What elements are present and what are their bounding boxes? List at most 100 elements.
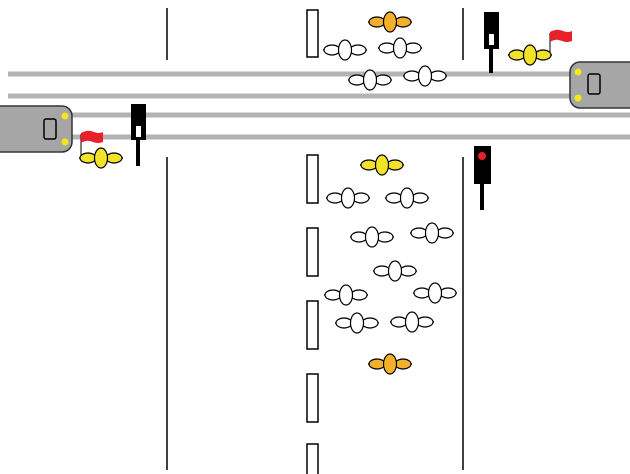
lane-dash [306,9,319,58]
cyclist-head [522,44,538,66]
cyclist-icon [403,65,447,87]
cyclist-shoulder [350,231,368,243]
signal-top-right-road [484,12,499,73]
cyclist-shoulder [411,192,429,204]
cyclist-head [404,311,420,333]
cyclist-head [349,312,365,334]
cyclist-head [382,11,398,33]
flagged-cyclist-right [549,29,572,54]
cyclist-shoulder [386,159,404,171]
tram-headlight [574,94,582,102]
cyclist-shoulder [508,49,526,61]
cyclists-layer [79,11,552,375]
cyclist-shoulder [352,192,370,204]
cyclist-shoulder [373,265,391,277]
lane-dash [306,154,319,204]
cyclist-head [364,226,380,248]
cyclist-head [387,260,403,282]
lane-dash [306,373,319,423]
tram-tracks [8,71,630,140]
cyclist-shoulder [349,44,367,56]
cyclist-shoulder [394,16,412,28]
tram-body [0,105,73,153]
cyclist-shoulder [439,287,457,299]
tram-window [43,118,57,140]
lane-dash [306,300,319,350]
tram-window [587,73,601,95]
cyclist-shoulder [324,289,342,301]
cyclist-icon [385,187,429,209]
cyclist-shoulder [404,42,422,54]
signal-red-light [478,152,486,160]
lane-dash [306,227,319,277]
flag-icon [81,130,103,143]
cyclist-shoulder [79,152,97,164]
cyclist-shoulder [335,317,353,329]
cyclist-shoulder [323,44,341,56]
cyclist-icon [508,44,552,66]
flagged-cyclist-left [80,130,103,156]
cyclist-head [338,284,354,306]
cyclist-shoulder [368,358,386,370]
flag-icon [550,29,572,42]
cyclist-shoulder [413,287,431,299]
cyclist-icon [326,187,370,209]
cyclist-shoulder [436,227,454,239]
cyclist-head [374,154,390,176]
signal-top-left-tram [131,104,146,166]
cyclist-head [417,65,433,87]
cyclist-shoulder [416,316,434,328]
cyclist-shoulder [429,70,447,82]
cyclist-icon [373,260,417,282]
cyclist-head [362,69,378,91]
cyclist-shoulder [361,317,379,329]
cyclist-shoulder [374,74,392,86]
lane-dash [306,443,319,474]
cyclist-shoulder [410,227,428,239]
cyclist-shoulder [350,289,368,301]
signal-head [474,146,491,184]
cyclist-icon [79,147,123,169]
cyclist-icon [368,353,412,375]
cyclist-head [382,353,398,375]
cyclist-head [340,187,356,209]
tram-left [0,105,73,153]
cyclist-icon [360,154,404,176]
cyclist-shoulder [368,16,386,28]
cyclist-shoulder [399,265,417,277]
cyclist-shoulder [385,192,403,204]
cyclist-head [392,37,408,59]
tram-right [569,61,630,109]
cyclist-icon [390,311,434,333]
cyclist-shoulder [378,42,396,54]
cyclist-shoulder [105,152,123,164]
cyclist-icon [410,222,454,244]
signal-white-bar [136,126,141,137]
cyclist-shoulder [403,70,421,82]
cyclist-shoulder [360,159,378,171]
cyclist-icon [350,226,394,248]
cyclist-icon [368,11,412,33]
cyclist-shoulder [390,316,408,328]
cyclist-head [399,187,415,209]
tram-headlight [574,68,582,76]
cyclist-head [424,222,440,244]
cyclist-icon [378,37,422,59]
cyclist-shoulder [376,231,394,243]
cyclist-icon [348,69,392,91]
signal-head [131,104,146,140]
cyclist-icon [323,39,367,61]
cyclist-icon [324,284,368,306]
cyclist-head [337,39,353,61]
tram-headlight [61,138,69,146]
cyclist-shoulder [348,74,366,86]
cyclist-shoulder [534,49,552,61]
cyclist-shoulder [326,192,344,204]
signal-bottom-right-road [474,146,491,210]
lane-divider [306,9,319,474]
tram-headlight [61,112,69,120]
signal-head [484,12,499,49]
cyclist-shoulder [394,358,412,370]
cyclist-icon [413,282,457,304]
